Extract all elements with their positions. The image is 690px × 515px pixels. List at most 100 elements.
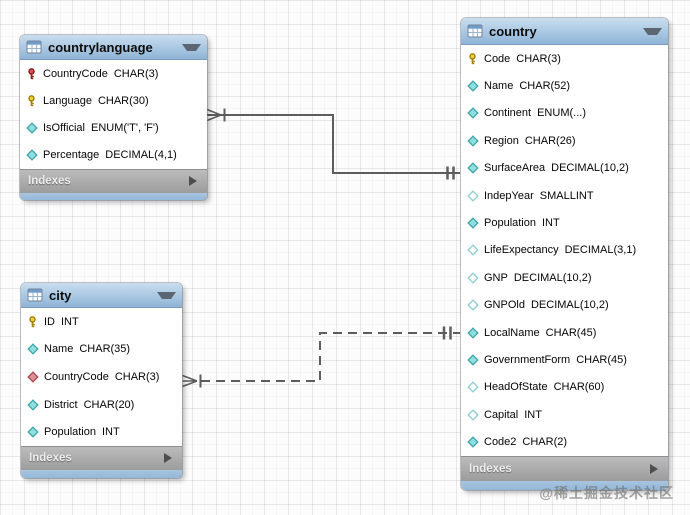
not-null-column-icon <box>28 399 38 410</box>
foreign-key-column-icon <box>28 372 38 382</box>
primary-key-icon <box>29 95 34 106</box>
column-row[interactable]: LocalName CHAR(45) <box>461 318 668 347</box>
table-countrylanguage[interactable]: countrylanguage CountryCode CHAR(3) Lang… <box>20 35 207 200</box>
column-row[interactable]: Continent ENUM(...) <box>461 99 668 128</box>
column-type: DECIMAL(4,1) <box>105 149 177 162</box>
column-row[interactable]: Language CHAR(30) <box>20 87 207 115</box>
column-type: ENUM('T', 'F') <box>90 121 159 134</box>
indexes-label: Indexes <box>29 452 72 465</box>
column-row[interactable]: ID INT <box>21 308 182 336</box>
column-row[interactable]: Percentage DECIMAL(4,1) <box>20 141 207 169</box>
column-row[interactable]: IndepYear SMALLINT <box>461 181 668 210</box>
column-name: HeadOfState <box>484 381 548 394</box>
column-type: CHAR(45) <box>545 326 597 339</box>
column-type: CHAR(30) <box>97 94 149 107</box>
primary-foreign-key-icon <box>29 68 34 79</box>
relationship-countrylanguage-country[interactable] <box>206 108 460 180</box>
column-row[interactable]: CountryCode CHAR(3) <box>20 60 207 88</box>
column-type: DECIMAL(10,2) <box>551 162 629 175</box>
column-name: Code2 <box>484 436 517 449</box>
not-null-column-icon <box>27 150 37 160</box>
column-type: CHAR(35) <box>79 343 131 356</box>
indexes-section[interactable]: Indexes <box>21 445 182 470</box>
column-row[interactable]: HeadOfState CHAR(60) <box>461 373 668 402</box>
not-null-column-icon <box>27 123 37 133</box>
indexes-label: Indexes <box>469 462 512 475</box>
nullable-column-icon <box>468 382 478 393</box>
column-row[interactable]: Name CHAR(35) <box>21 335 182 364</box>
table-title: country <box>489 23 537 39</box>
column-name: Name <box>44 343 74 356</box>
column-type: CHAR(45) <box>576 353 627 366</box>
not-null-column-icon <box>28 427 38 437</box>
column-name: Region <box>484 134 519 147</box>
table-icon <box>26 40 42 54</box>
table-title: countrylanguage <box>48 39 153 55</box>
column-type: CHAR(60) <box>553 381 605 394</box>
indexes-section[interactable]: Indexes <box>461 455 668 481</box>
not-null-column-icon <box>28 344 38 355</box>
column-type: INT <box>61 315 79 328</box>
not-null-column-icon <box>468 81 478 91</box>
column-type: INT <box>524 408 542 421</box>
column-name: CountryCode <box>43 67 108 80</box>
nullable-column-icon <box>468 273 478 283</box>
table-bottom-bar <box>21 469 182 478</box>
column-type: CHAR(20) <box>83 398 135 411</box>
column-row[interactable]: Population INT <box>21 418 182 446</box>
indexes-label: Indexes <box>28 175 71 188</box>
column-row[interactable]: GNP DECIMAL(10,2) <box>461 264 668 292</box>
column-row[interactable]: GovernmentForm CHAR(45) <box>461 346 668 374</box>
column-name: CountryCode <box>44 370 109 383</box>
column-type: INT <box>102 426 120 439</box>
column-name: SurfaceArea <box>484 162 546 175</box>
column-name: Population <box>484 217 536 230</box>
not-null-column-icon <box>468 437 478 447</box>
column-name: IsOfficial <box>43 121 85 134</box>
column-row[interactable]: District CHAR(20) <box>21 390 182 419</box>
table-bottom-bar <box>461 480 668 490</box>
column-row[interactable]: Code2 CHAR(2) <box>461 428 668 456</box>
column-row[interactable]: Capital INT <box>461 401 668 429</box>
column-type: DECIMAL(10,2) <box>513 271 592 284</box>
not-null-column-icon <box>468 218 478 228</box>
column-type: INT <box>542 217 560 230</box>
column-row[interactable]: GNPOld DECIMAL(10,2) <box>461 291 668 319</box>
table-header[interactable]: country <box>461 18 668 45</box>
column-row[interactable]: CountryCode CHAR(3) <box>21 363 182 391</box>
nullable-column-icon <box>468 409 478 420</box>
column-name: District <box>44 398 78 411</box>
table-country[interactable]: country Code CHAR(3) Name CHAR(52) Conti… <box>461 18 668 490</box>
column-row[interactable]: Region CHAR(26) <box>461 127 668 155</box>
table-bottom-bar <box>20 192 207 200</box>
column-row[interactable]: Name CHAR(52) <box>461 72 668 100</box>
table-header[interactable]: city <box>21 283 182 308</box>
column-name: Name <box>484 80 514 93</box>
nullable-column-icon <box>468 190 478 201</box>
column-row[interactable]: Code CHAR(3) <box>461 45 668 73</box>
primary-key-icon <box>470 53 475 64</box>
column-name: GovernmentForm <box>484 353 571 366</box>
column-name: Capital <box>484 408 519 421</box>
column-type: CHAR(2) <box>522 436 568 449</box>
column-row[interactable]: IsOfficial ENUM('T', 'F') <box>20 114 207 142</box>
not-null-column-icon <box>468 108 478 119</box>
indexes-section[interactable]: Indexes <box>20 168 207 193</box>
column-name: IndepYear <box>484 189 534 202</box>
collapse-arrow-icon[interactable] <box>182 43 201 51</box>
table-city[interactable]: city ID INT Name CHAR(35) CountryCode CH… <box>21 283 182 478</box>
table-icon <box>27 288 43 302</box>
relationship-city-country[interactable] <box>182 326 461 388</box>
nullable-column-icon <box>468 300 478 311</box>
column-row[interactable]: SurfaceArea DECIMAL(10,2) <box>461 154 668 182</box>
column-name: GNP <box>484 271 508 284</box>
collapse-arrow-icon[interactable] <box>157 291 176 299</box>
column-row[interactable]: Population INT <box>461 209 668 237</box>
column-row[interactable]: LifeExpectancy DECIMAL(3,1) <box>461 236 668 265</box>
collapse-arrow-icon[interactable] <box>643 27 662 35</box>
table-header[interactable]: countrylanguage <box>20 35 207 60</box>
table-icon <box>467 24 483 38</box>
column-name: Percentage <box>43 149 100 162</box>
column-name: ID <box>44 315 55 328</box>
not-null-column-icon <box>468 327 478 338</box>
